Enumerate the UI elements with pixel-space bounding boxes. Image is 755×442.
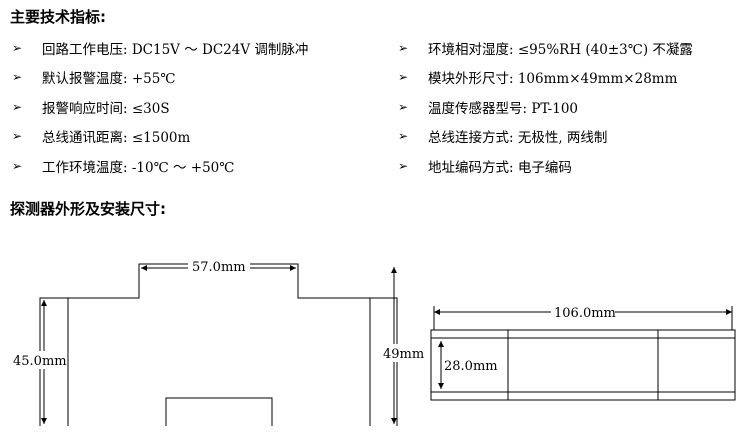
side-width-label-bg — [551, 303, 615, 321]
arrowhead-bullet-icon: ➢ — [398, 100, 409, 114]
top-width-label-bg — [188, 257, 250, 275]
arrowhead-bullet-icon: ➢ — [12, 70, 23, 84]
spec-item: ➢ 默认报警温度: +55℃ — [12, 67, 175, 87]
spec-text: 工作环境温度: -10℃ ～ +50℃ — [42, 160, 235, 176]
dimensions-heading: 探测器外形及安装尺寸: — [10, 200, 166, 218]
spec-text: 温度传感器型号: PT-100 — [428, 101, 579, 117]
arrowhead-bullet-icon: ➢ — [398, 159, 409, 173]
left-height-label: 45.0mm — [13, 354, 67, 369]
spec-item: ➢ 地址编码方式: 电子编码 — [398, 156, 572, 176]
right-height-label-bg — [382, 344, 416, 362]
spec-text: 回路工作电压: DC15V ～ DC24V 调制脉冲 — [42, 42, 309, 58]
arrowhead-bullet-icon: ➢ — [12, 129, 23, 143]
spec-text: 总线连接方式: 无极性, 两线制 — [428, 130, 608, 146]
spec-text: 地址编码方式: 电子编码 — [428, 160, 572, 176]
spec-item: ➢ 报警响应时间: ≤30S — [12, 97, 170, 117]
arrowhead-bullet-icon: ➢ — [12, 41, 23, 55]
arrowhead-bullet-icon: ➢ — [398, 129, 409, 143]
spec-item: ➢ 温度传感器型号: PT-100 — [398, 97, 578, 117]
arrowhead-bullet-icon: ➢ — [12, 100, 23, 114]
spec-item: ➢ 工作环境温度: -10℃ ～ +50℃ — [12, 156, 234, 176]
spec-item: ➢ 总线连接方式: 无极性, 两线制 — [398, 126, 607, 146]
spec-text: 总线通讯距离: ≤1500m — [42, 130, 191, 146]
side-view-outline — [430, 329, 736, 401]
spec-heading: 主要技术指标: — [10, 8, 106, 26]
spec-text: 报警响应时间: ≤30S — [42, 101, 170, 117]
side-depth-label-bg — [443, 356, 493, 374]
right-height-label: 49mm — [383, 347, 424, 362]
spec-item: ➢ 模块外形尺寸: 106mm×49mm×28mm — [398, 67, 677, 87]
spec-text: 模块外形尺寸: 106mm×49mm×28mm — [428, 71, 678, 87]
front-view-drawing — [39, 263, 398, 426]
spec-text: 默认报警温度: +55℃ — [42, 71, 176, 87]
spec-item: ➢ 环境相对湿度: ≤95%RH (40±3℃) 不凝露 — [398, 38, 693, 58]
front-view-bottom-notch — [165, 397, 273, 426]
arrowhead-bullet-icon: ➢ — [12, 159, 23, 173]
front-view-outline — [39, 263, 398, 426]
spec-text: 环境相对湿度: ≤95%RH (40±3℃) 不凝露 — [428, 42, 693, 58]
spec-item: ➢ 回路工作电压: DC15V ～ DC24V 调制脉冲 — [12, 38, 308, 58]
side-width-label: 106.0mm — [554, 306, 616, 321]
arrowhead-bullet-icon: ➢ — [398, 70, 409, 84]
left-height-label-bg — [12, 351, 66, 369]
arrowhead-bullet-icon: ➢ — [398, 41, 409, 55]
spec-item: ➢ 总线通讯距离: ≤1500m — [12, 126, 190, 146]
side-depth-label: 28.0mm — [444, 359, 498, 374]
top-width-label: 57.0mm — [192, 260, 246, 275]
